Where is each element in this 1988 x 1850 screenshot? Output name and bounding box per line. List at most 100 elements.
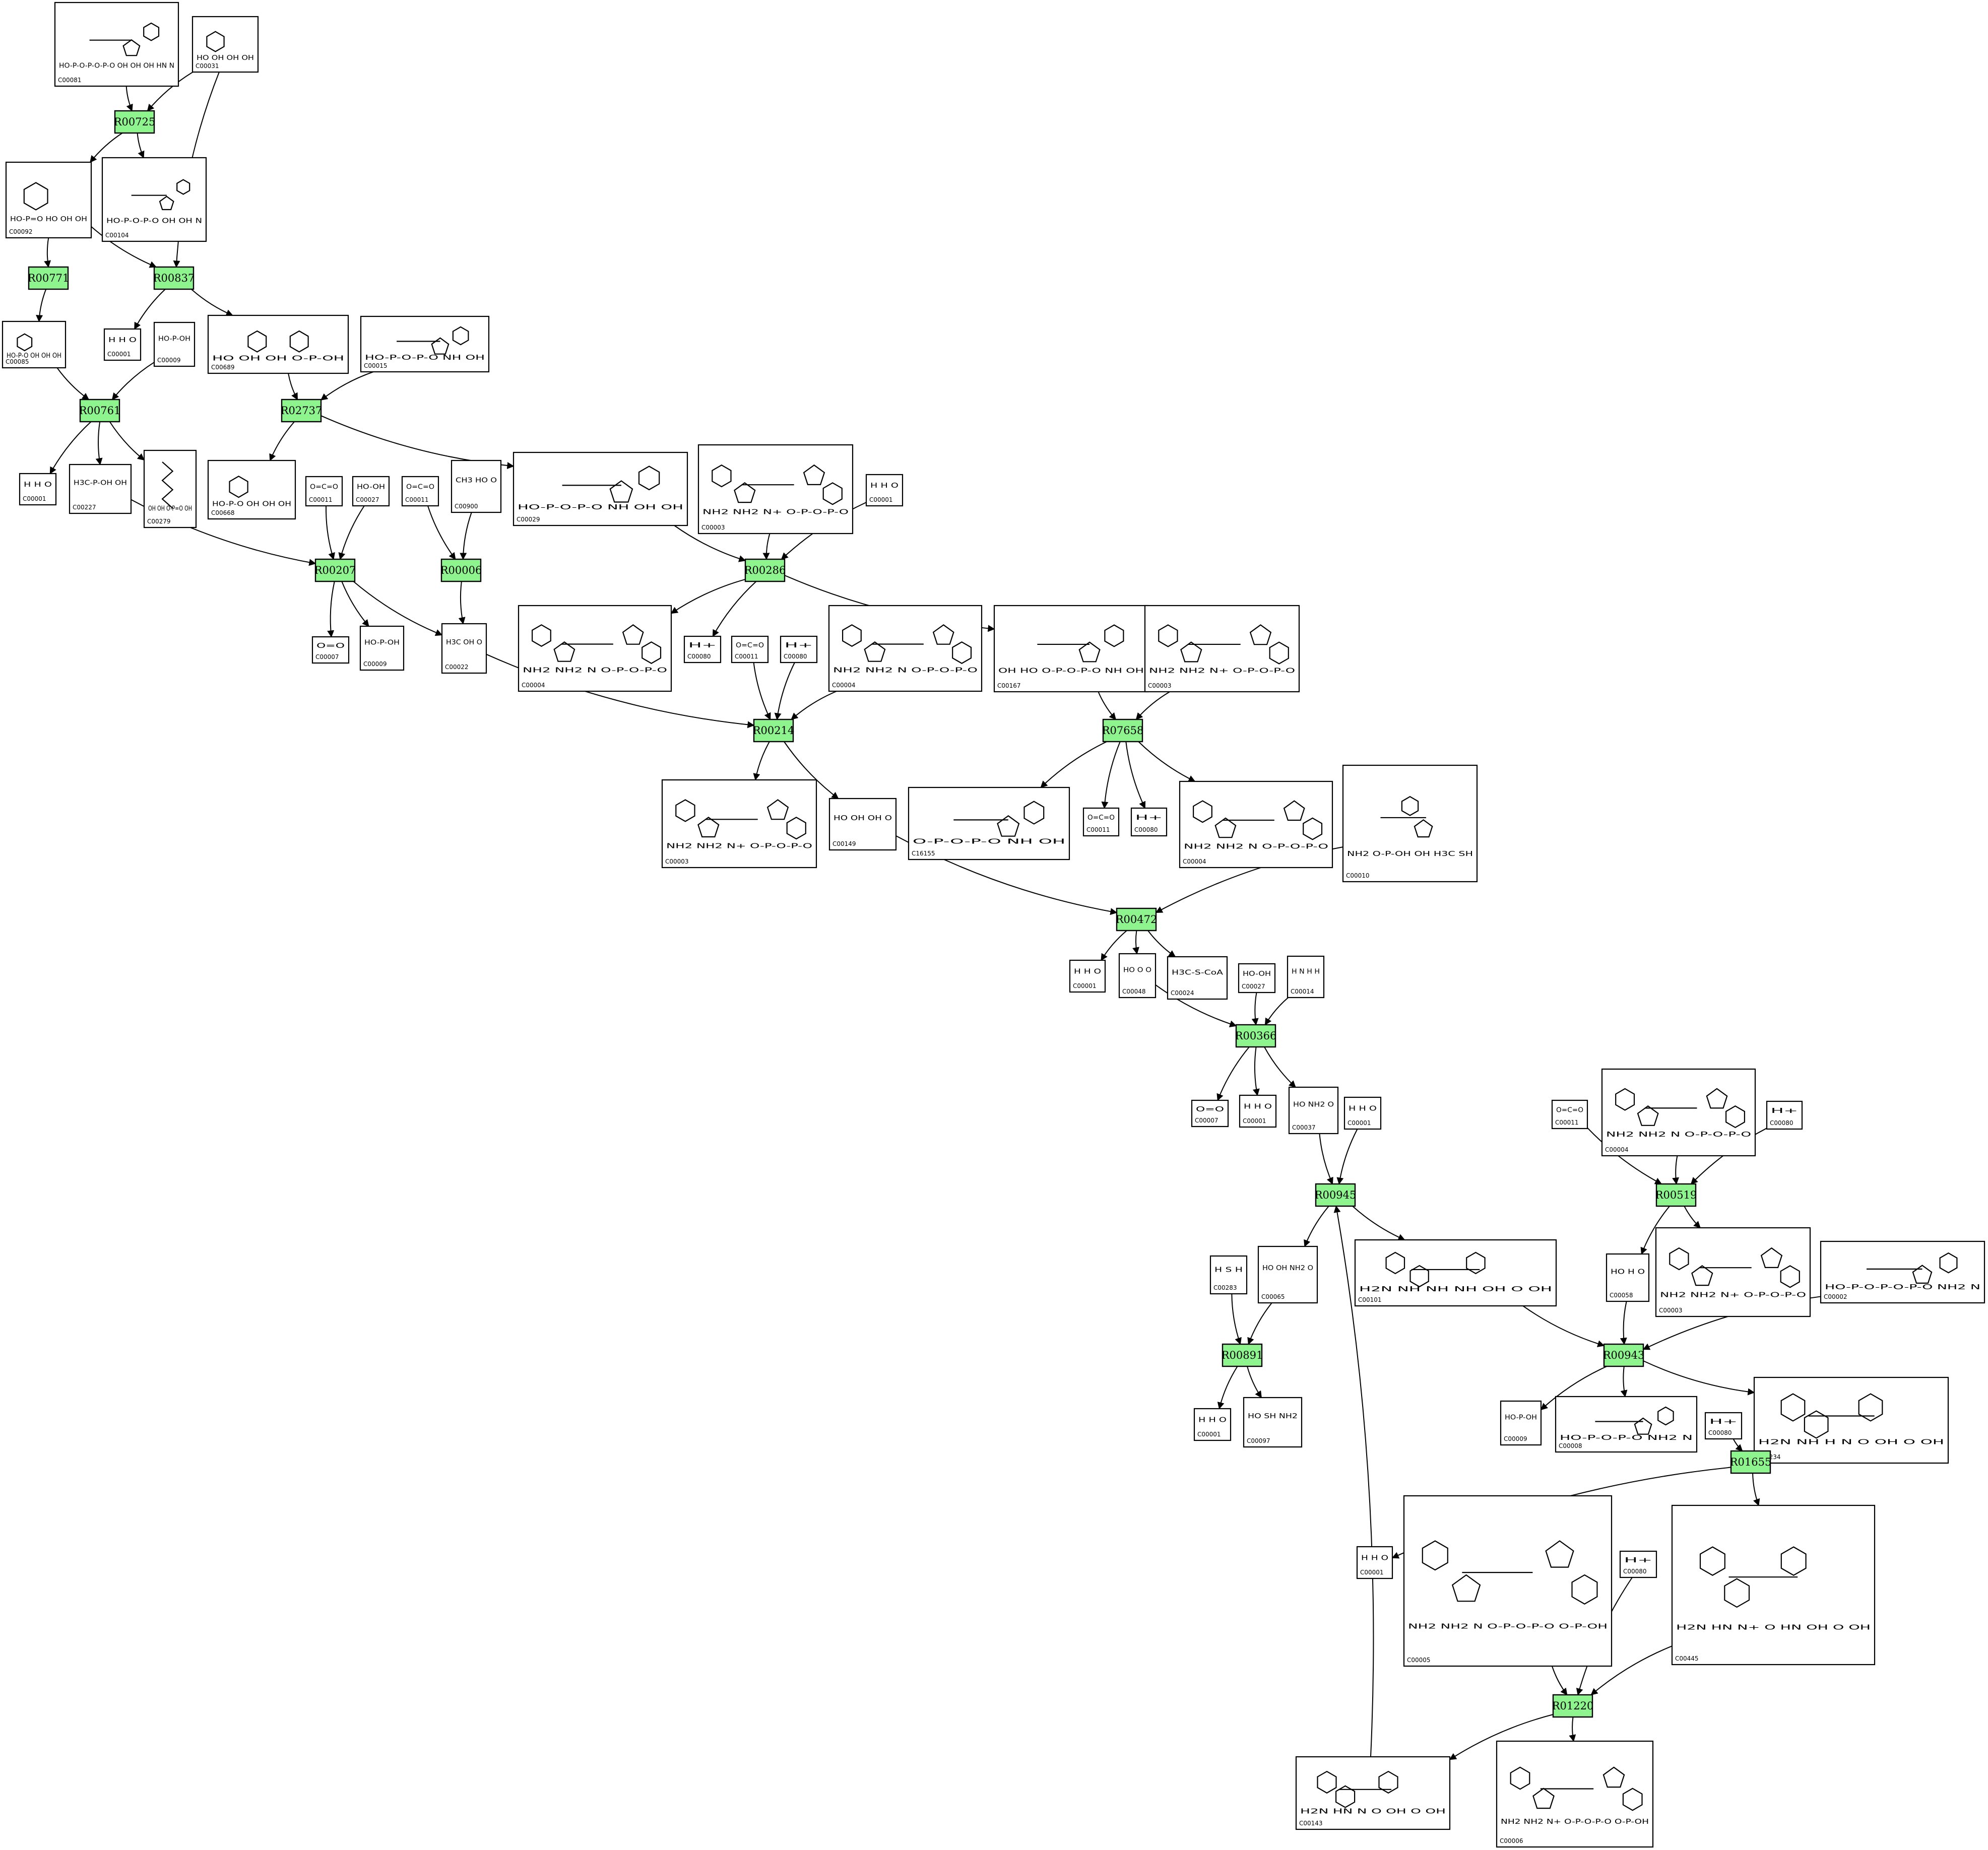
ring-bond: [1602, 1766, 1625, 1788]
compound-C00080[interactable]: H+C00080: [1619, 1550, 1657, 1578]
reaction-R00761[interactable]: R00761: [79, 399, 121, 423]
edge-C00167-R07658: [1098, 691, 1117, 720]
reaction-R00519[interactable]: R00519: [1655, 1183, 1697, 1207]
reaction-R00472[interactable]: R00472: [1116, 907, 1158, 932]
reaction-R00207[interactable]: R00207: [314, 558, 356, 582]
reaction-R00945[interactable]: R00945: [1315, 1183, 1357, 1207]
reaction-R00837[interactable]: R00837: [153, 266, 195, 290]
reaction-R00214[interactable]: R00214: [753, 718, 795, 743]
compound-C00080[interactable]: H+C00080: [1766, 1100, 1803, 1130]
reaction-R00891[interactable]: R00891: [1222, 1343, 1263, 1367]
edge-R00006-C00022: [458, 581, 466, 625]
compound-C00080[interactable]: H+C00080: [1704, 1412, 1743, 1440]
reaction-R07658[interactable]: R07658: [1102, 718, 1144, 743]
compound-label: C00689: [211, 364, 235, 371]
reaction-R00366[interactable]: R00366: [1235, 1024, 1277, 1048]
reaction-R00286[interactable]: R00286: [744, 558, 786, 582]
compound-label: C00011: [309, 496, 333, 503]
compound-box: [780, 635, 818, 664]
compound-C00234[interactable]: H2N NH H N O OH O OHC00234: [1753, 1376, 1949, 1464]
edge-R01655-C00445: [1752, 1473, 1760, 1506]
ring-bond: [766, 799, 789, 820]
reaction-R00771[interactable]: R00771: [28, 266, 70, 290]
compound-label: C00149: [832, 840, 856, 847]
compound-C00080[interactable]: H+C00080: [683, 635, 722, 664]
compound-C00080[interactable]: H+C00080: [780, 635, 818, 664]
compound-C00080[interactable]: H+C00080: [1130, 807, 1168, 837]
reaction-R01220[interactable]: R01220: [1552, 1694, 1594, 1718]
reaction-R02737[interactable]: R02737: [281, 399, 323, 423]
edge-C00080_e-R01655: [1733, 1438, 1743, 1451]
reaction-R00006[interactable]: R00006: [440, 558, 482, 582]
reaction-R00943[interactable]: R00943: [1603, 1343, 1645, 1367]
reaction-R00725[interactable]: R00725: [114, 110, 156, 134]
compound-label: C00001: [869, 496, 893, 503]
ring-bond: [1532, 1788, 1555, 1809]
reaction-R01655[interactable]: R01655: [1730, 1450, 1772, 1474]
structure-text: NH2 NH2 N O-P-O-P-O: [523, 667, 667, 675]
